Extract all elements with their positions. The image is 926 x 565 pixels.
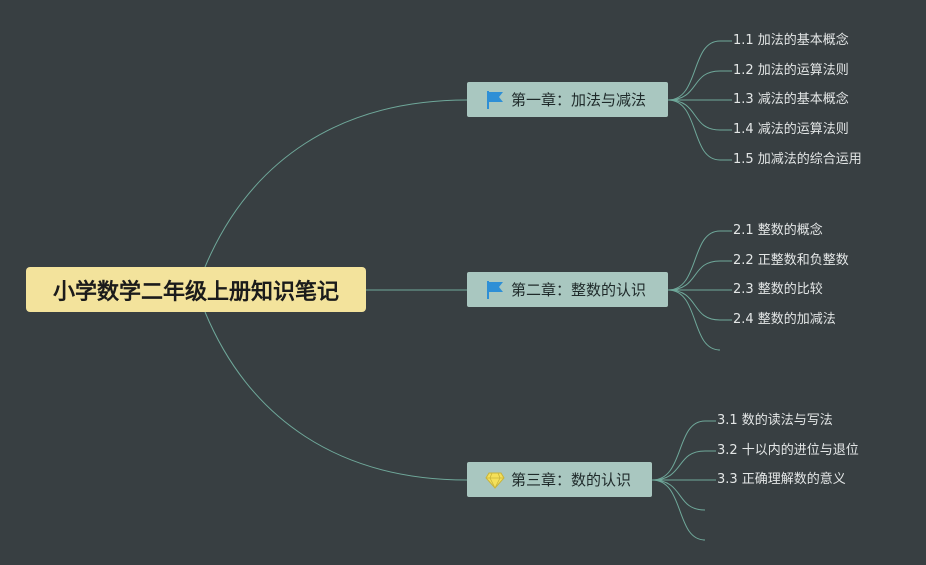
- chapter-1-branch-5: [667, 99, 732, 161]
- chapter-2-branch-2: [667, 260, 732, 291]
- chapter-1-branch-2: [667, 70, 732, 101]
- chapter-2-branch-4: [667, 289, 732, 321]
- root-to-chapter-1-line: [204, 99, 468, 268]
- chapter-3-label: 第三章：数的认识: [511, 471, 632, 489]
- chapter-1-item-5[interactable]: 1.5 加减法的综合运用: [733, 152, 862, 167]
- chapter-2-branch-1: [667, 230, 732, 291]
- chapter-1-item-1[interactable]: 1.1 加法的基本概念: [733, 33, 849, 48]
- chapter-3-branch-2: [651, 450, 716, 481]
- chapter-3-branch-4: [651, 479, 706, 511]
- chapter-2-item-4[interactable]: 2.4 整数的加减法: [733, 312, 836, 327]
- root-topic[interactable]: 小学数学二年级上册知识笔记: [26, 267, 366, 312]
- chapter-2-item-2[interactable]: 2.2 正整数和负整数: [733, 253, 849, 268]
- chapter-1-item-2[interactable]: 1.2 加法的运算法则: [733, 63, 849, 78]
- chapter-1-label: 第一章：加法与减法: [511, 91, 647, 109]
- chapter-2-label: 第二章：整数的认识: [511, 281, 647, 299]
- chapter-3-item-1[interactable]: 3.1 数的读法与写法: [717, 413, 833, 428]
- chapter-3-item-2[interactable]: 3.2 十以内的进位与退位: [717, 443, 859, 458]
- flag-icon: [485, 90, 505, 110]
- chapter-2-topic[interactable]: 第二章：整数的认识: [467, 272, 668, 307]
- chapter-2-item-1[interactable]: 2.1 整数的概念: [733, 223, 823, 238]
- flag-icon: [485, 280, 505, 300]
- root-to-chapter-3-line: [204, 311, 468, 481]
- chapter-1-branch-1: [667, 40, 732, 101]
- chapter-1-item-4[interactable]: 1.4 减法的运算法则: [733, 122, 849, 137]
- chapter-3-item-3[interactable]: 3.3 正确理解数的意义: [717, 472, 846, 487]
- chapter-2-item-3[interactable]: 2.3 整数的比较: [733, 282, 823, 297]
- chapter-1-branch-4: [667, 99, 732, 131]
- chapter-3-branch-5: [651, 479, 706, 541]
- chapter-1-topic[interactable]: 第一章：加法与减法: [467, 82, 668, 117]
- chapter-3-topic[interactable]: 第三章：数的认识: [467, 462, 652, 497]
- chapter-2-branch-5: [667, 289, 721, 351]
- gem-icon: [485, 470, 505, 490]
- chapter-1-item-3[interactable]: 1.3 减法的基本概念: [733, 92, 849, 107]
- chapter-3-branch-1: [651, 420, 716, 481]
